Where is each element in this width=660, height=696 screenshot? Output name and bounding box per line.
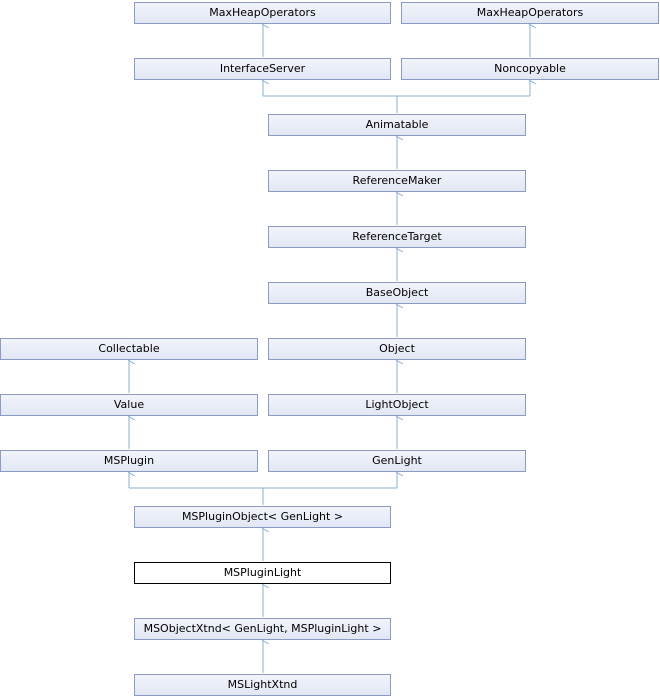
node-genlight[interactable]: GenLight [268, 450, 526, 472]
node-referencemaker[interactable]: ReferenceMaker [268, 170, 526, 192]
node-msobjectxtnd[interactable]: MSObjectXtnd< GenLight, MSPluginLight > [134, 618, 391, 640]
edge-animatable-parents [263, 95, 398, 113]
edge-mspluginobject-parents [129, 487, 264, 505]
node-referencetarget[interactable]: ReferenceTarget [268, 226, 526, 248]
node-value[interactable]: Value [0, 394, 258, 416]
node-collectable[interactable]: Collectable [0, 338, 258, 360]
node-msplugin[interactable]: MSPlugin [0, 450, 258, 472]
node-mspluginobject-genlight[interactable]: MSPluginObject< GenLight > [134, 506, 391, 528]
node-animatable[interactable]: Animatable [268, 114, 526, 136]
node-noncopyable[interactable]: Noncopyable [401, 58, 659, 80]
node-mslightxtnd[interactable]: MSLightXtnd [134, 674, 391, 696]
node-baseobject[interactable]: BaseObject [268, 282, 526, 304]
node-lightobject[interactable]: LightObject [268, 394, 526, 416]
node-maxheapoperators-1[interactable]: MaxHeapOperators [134, 2, 391, 24]
node-msppluginlight-current: MSPluginLight [134, 562, 391, 584]
node-maxheapoperators-2[interactable]: MaxHeapOperators [401, 2, 659, 24]
node-object[interactable]: Object [268, 338, 526, 360]
node-interfaceserver[interactable]: InterfaceServer [134, 58, 391, 80]
